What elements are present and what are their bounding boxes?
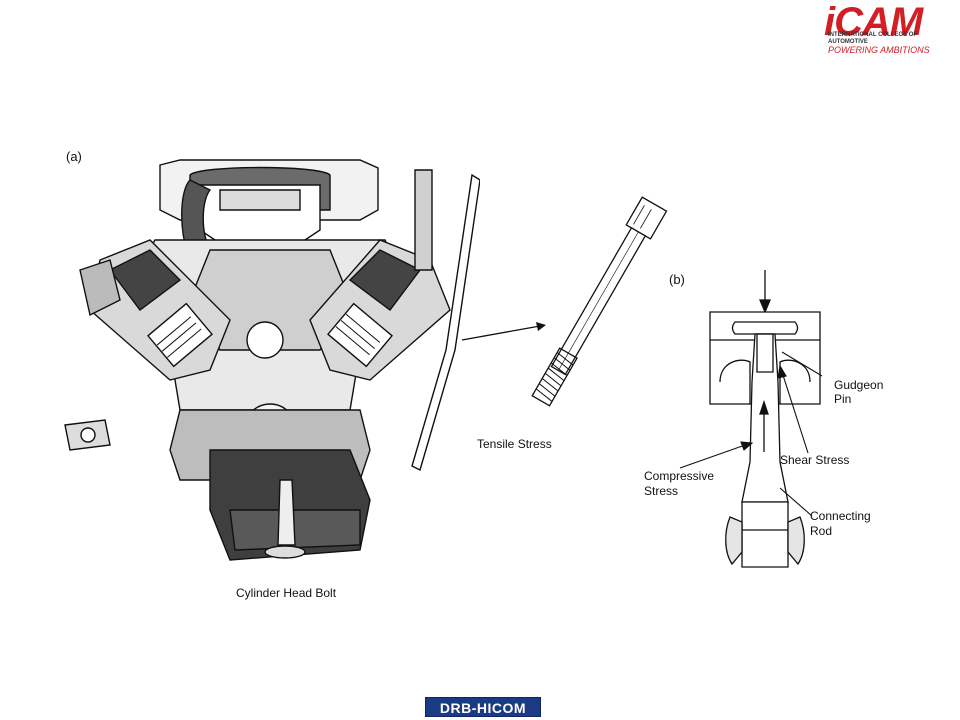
drb-hicom-logo: DRB-HICOM <box>425 697 541 717</box>
cylinder-head-bolt-caption: Cylinder Head Bolt <box>236 586 337 600</box>
panel-label-a: (a) <box>66 149 82 164</box>
connecting-rod-label: Connecting Rod <box>810 509 871 539</box>
engine-cross-section <box>64 159 480 561</box>
logo-tagline: POWERING AMBITIONS <box>828 45 930 55</box>
stress-leader-lines <box>679 351 823 517</box>
connecting-rod-label-line-1: Connecting <box>810 509 871 523</box>
cylinder-head-bolt <box>531 196 668 407</box>
shear-stress-label: Shear Stress <box>780 453 850 467</box>
gudgeon-pin-label-line-2: Pin <box>834 392 852 406</box>
gudgeon-pin-label-line-1: Gudgeon <box>834 378 884 392</box>
piston-rod-diagram <box>709 270 821 568</box>
panel-label-b: (b) <box>669 272 685 287</box>
logo-wordmark: iCAM <box>824 0 923 44</box>
bolt-pointer-arrow <box>461 322 546 341</box>
compressive-stress-label-line-1: Compressive <box>644 469 715 483</box>
compressive-stress-label-line-2: Stress <box>644 484 679 498</box>
connecting-rod-label-line-2: Rod <box>810 524 833 538</box>
gudgeon-pin-label: Gudgeon Pin <box>834 378 883 406</box>
tensile-stress-label: Tensile Stress <box>477 437 552 451</box>
compressive-stress-label: Compressive Stress <box>644 469 714 499</box>
logo-subtitle: International College of Automotive <box>828 32 918 45</box>
icam-logo: iCAM International College of Automotive… <box>812 0 960 62</box>
